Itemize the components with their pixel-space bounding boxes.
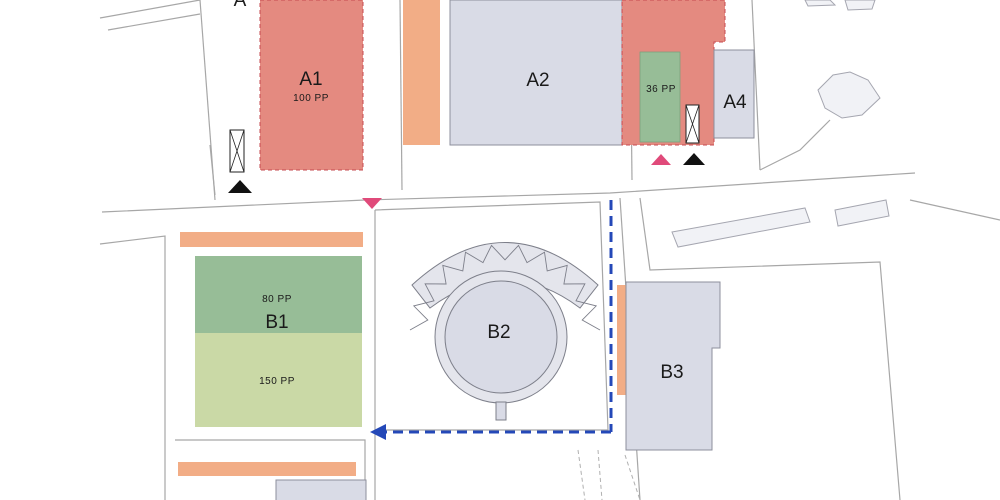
b2-label: B2: [487, 322, 510, 343]
zone-b1[interactable]: 80 PP B1 150 PP: [180, 232, 363, 427]
a1-ramp-symbol: [229, 129, 245, 173]
a3-capacity: 36 PP: [646, 84, 676, 95]
zone-a3[interactable]: 36 PP: [621, 0, 726, 146]
b1-upper-capacity: 80 PP: [262, 294, 292, 305]
b1-lower-capacity: 150 PP: [259, 376, 295, 387]
zone-a2[interactable]: A2: [449, 0, 623, 146]
outline-building: [804, 0, 837, 7]
background-buildings: [671, 0, 890, 248]
entrance-marker-main-road[interactable]: [362, 198, 382, 209]
outline-building: [834, 199, 890, 227]
zone-b2[interactable]: B2: [409, 242, 601, 421]
road-edge: [751, 0, 761, 171]
entrance-marker-a4[interactable]: [683, 153, 705, 165]
b1-upper-parking: [195, 256, 362, 333]
outline-building: [671, 207, 811, 248]
b2-inner-field: [444, 280, 558, 394]
bottom-building-stub: [275, 479, 367, 500]
road-edge: [374, 201, 609, 431]
a3-green-parking: [639, 51, 681, 143]
b1-lower-parking: [195, 333, 362, 427]
road-edge: [399, 0, 403, 191]
b3-label: B3: [660, 362, 683, 383]
road-edge: [909, 199, 1000, 221]
b3-building: [625, 281, 721, 451]
route-arrowhead: [370, 424, 386, 440]
road-edge: [99, 0, 201, 19]
canopy-zigzag: [409, 244, 601, 331]
a1-parking-area: [259, 0, 364, 171]
orange-strip-a2-west: [403, 0, 440, 145]
b3-orange-strip: [617, 285, 626, 395]
road-edge: [101, 172, 916, 213]
zone-b3[interactable]: B3: [617, 281, 721, 451]
b1-orange-strip: [180, 232, 363, 247]
a1-label: A1: [299, 69, 322, 90]
b1-label: B1: [265, 312, 288, 333]
road-edge: [759, 119, 831, 171]
road-edge: [639, 197, 901, 500]
road-edge: [209, 144, 216, 196]
bottom-orange-strip: [178, 462, 356, 476]
top-left-fragment-label: A: [234, 0, 247, 11]
a4-building: [713, 49, 755, 139]
walking-route: [385, 200, 613, 434]
b2-entrance-stem: [495, 401, 507, 421]
entrance-marker-a3[interactable]: [651, 154, 671, 165]
faint-footpaths: [577, 449, 641, 500]
road-edge: [99, 235, 166, 500]
outline-building: [817, 71, 881, 119]
outline-building: [844, 0, 876, 11]
a1-capacity: 100 PP: [293, 93, 329, 104]
a2-label: A2: [526, 70, 549, 91]
zone-a4[interactable]: A4: [713, 49, 755, 139]
zone-a1[interactable]: A1 100 PP: [259, 0, 364, 171]
road-edge: [107, 13, 201, 31]
entrance-marker-a1[interactable]: [228, 180, 252, 193]
b2-canopy-teeth: [409, 244, 601, 331]
a4-label: A4: [723, 92, 747, 113]
a2-building: [449, 0, 623, 146]
